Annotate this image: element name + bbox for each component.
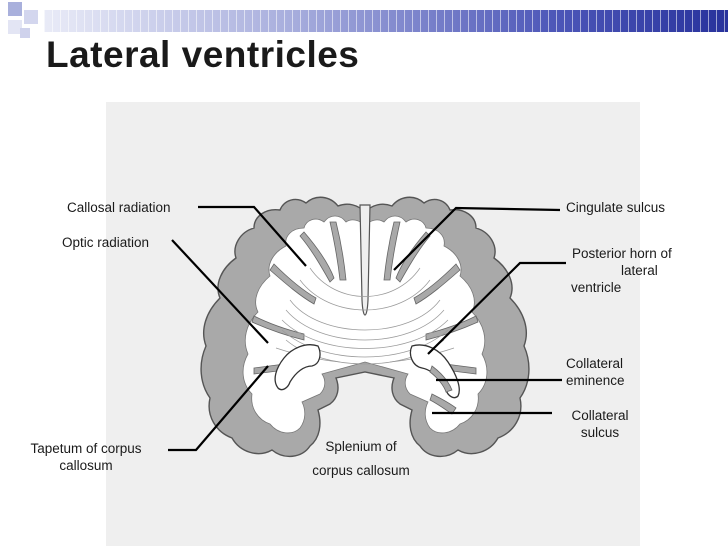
- label-posterior-horn-line3: ventricle: [571, 280, 622, 295]
- leader-posterior-horn: [427, 261, 566, 355]
- corner-square-4: [20, 28, 30, 38]
- sulcus-right-2: [395, 231, 431, 283]
- label-tapetum-line1: Tapetum of corpus: [30, 441, 142, 456]
- label-collateral-eminence: Collateral eminence: [566, 355, 625, 389]
- sulcus-left-1: [329, 221, 347, 281]
- header-bar-stripes: [44, 10, 728, 32]
- label-tapetum: Tapetum of corpus callosum: [13, 440, 159, 474]
- white-matter: [242, 215, 488, 434]
- sulcus-left-3: [269, 263, 317, 305]
- leader-tapetum: [168, 365, 269, 452]
- collateral-sulcus-groove: [429, 393, 457, 415]
- label-splenium-line2: corpus callosum: [312, 463, 410, 478]
- sulcus-left-4: [251, 315, 305, 341]
- label-optic-radiation: Optic radiation: [62, 235, 150, 250]
- label-posterior-horn-line2: lateral: [621, 263, 658, 278]
- leader-cingulate-sulcus: [393, 206, 561, 271]
- label-tapetum-line2: callosum: [59, 458, 113, 473]
- longitudinal-fissure: [359, 204, 371, 316]
- sulcus-right-1: [383, 221, 401, 281]
- label-callosal-radiation: Callosal radiation: [67, 200, 171, 215]
- label-collateral-eminence-line1: Collateral: [566, 356, 624, 371]
- corner-square-3: [8, 20, 22, 34]
- label-posterior-horn-line1: Posterior horn of: [572, 246, 672, 261]
- corner-square-1: [8, 2, 22, 16]
- label-splenium-line1: Splenium of: [325, 439, 397, 454]
- label-splenium: Splenium of corpus callosum: [294, 435, 428, 483]
- slide-title: Lateral ventricles: [46, 34, 360, 75]
- sulcus-right-3: [413, 263, 461, 305]
- leader-callosal-radiation: [198, 205, 307, 267]
- label-collateral-sulcus: Collateral sulcus: [560, 407, 640, 441]
- sulcus-left-2: [299, 231, 335, 283]
- corner-square-2: [24, 10, 38, 24]
- leader-optic-radiation: [171, 239, 269, 344]
- label-collateral-sulcus-line2: sulcus: [580, 425, 620, 440]
- label-collateral-sulcus-line1: Collateral: [571, 408, 629, 423]
- sulcus-right-4: [425, 315, 479, 341]
- left-posterior-horn: [274, 344, 321, 391]
- label-collateral-eminence-line2: eminence: [566, 373, 625, 388]
- label-cingulate-sulcus: Cingulate sulcus: [566, 200, 666, 215]
- label-posterior-horn: Posterior horn of lateral ventricle: [571, 245, 701, 296]
